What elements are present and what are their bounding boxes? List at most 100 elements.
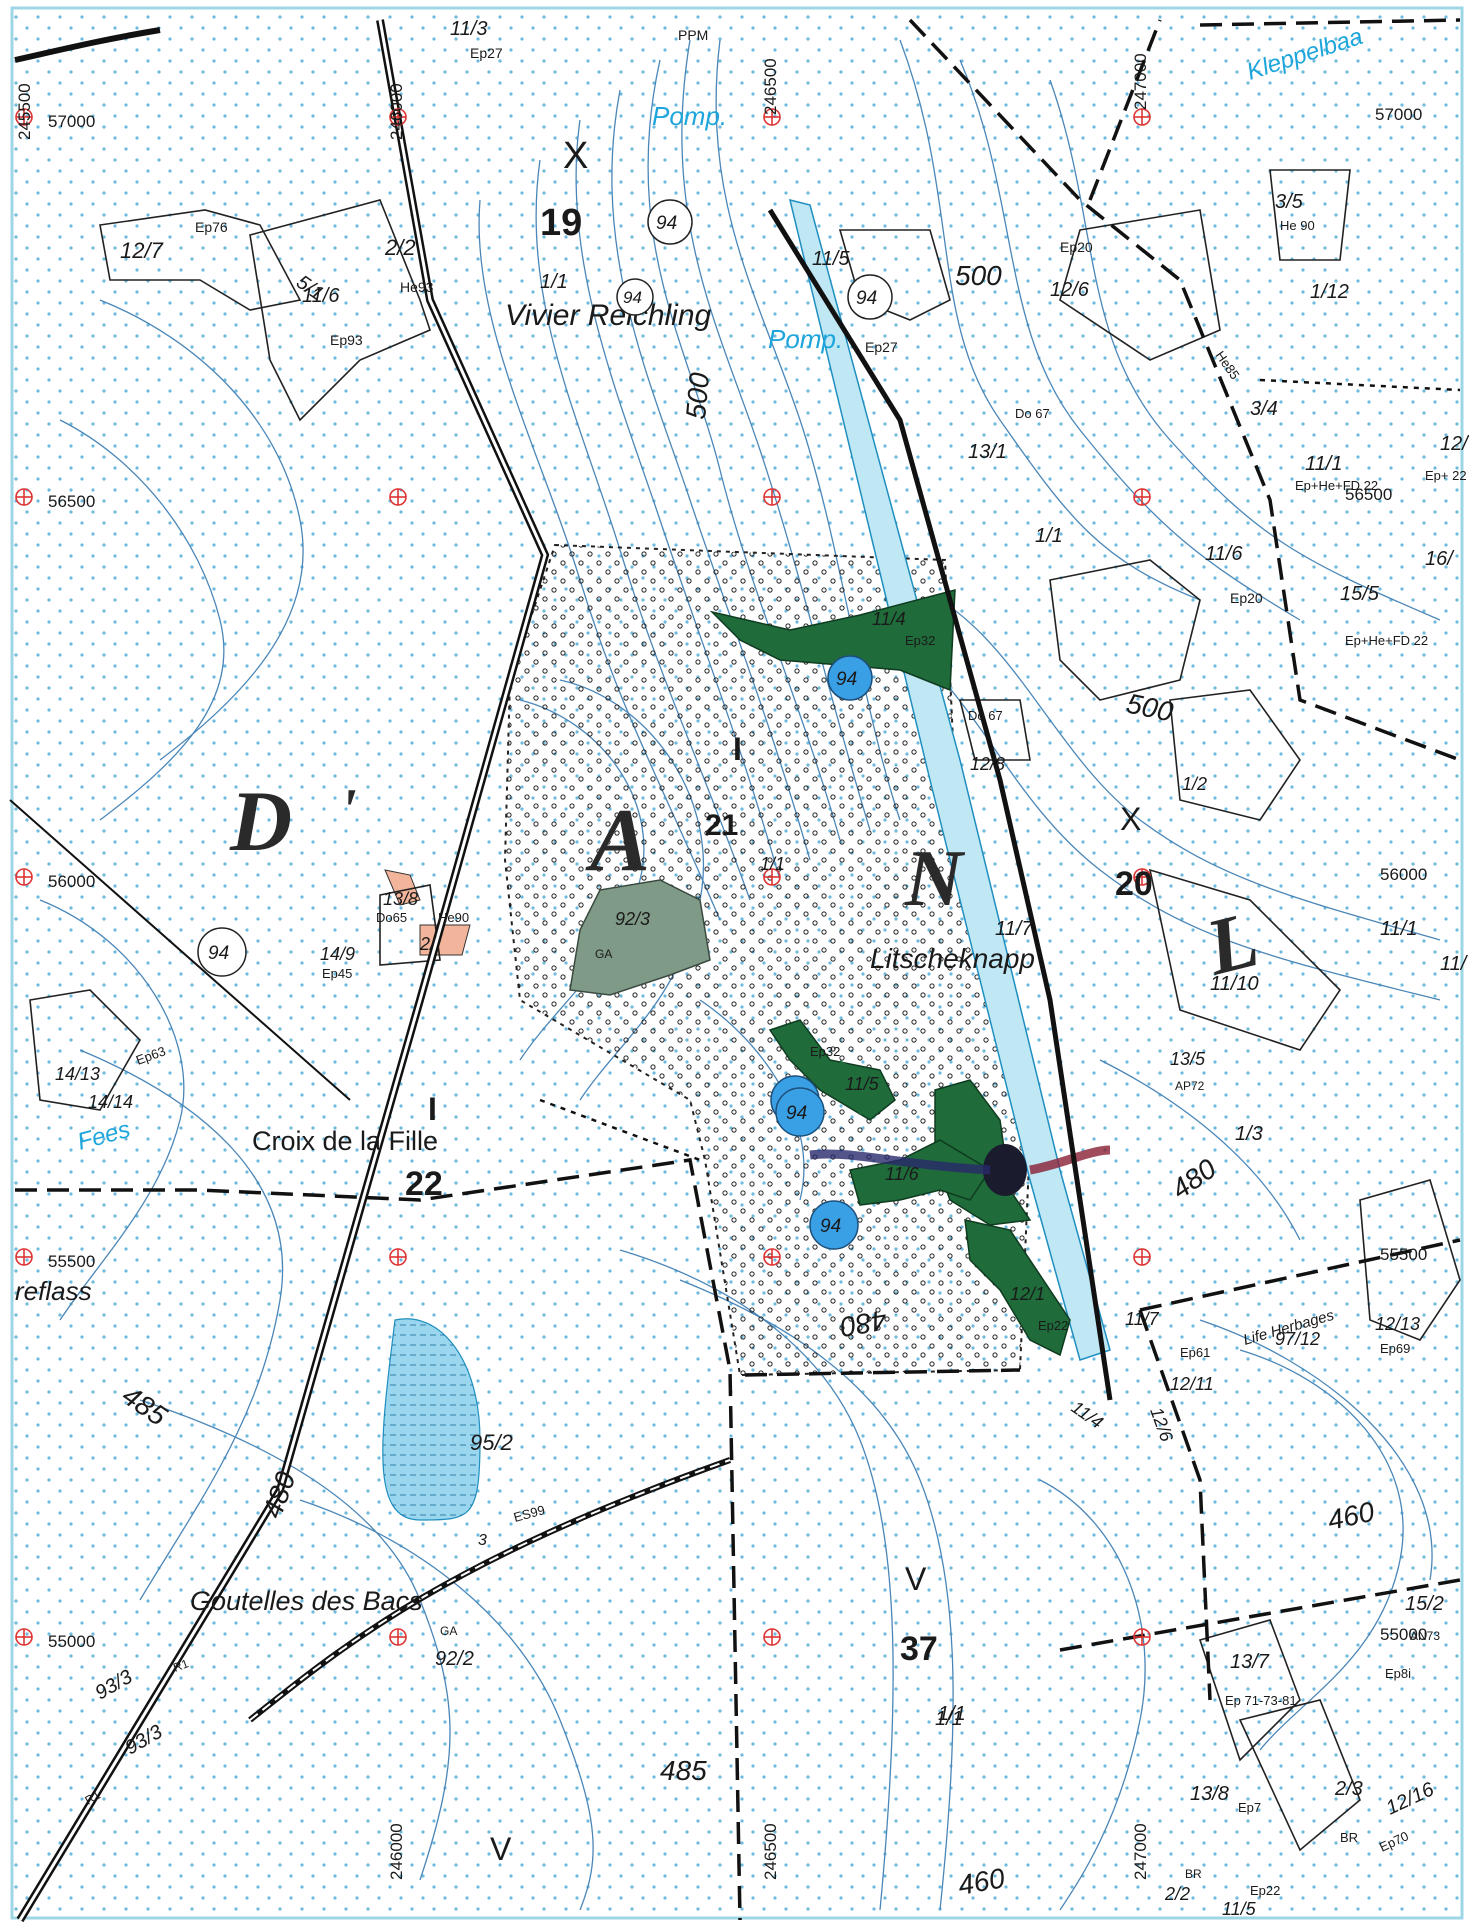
place-reflass: reflass <box>15 1276 92 1306</box>
stand-code: Ep20 <box>1230 590 1263 606</box>
parcel-number: 2/2 <box>1164 1884 1190 1904</box>
elevation-label: 485 <box>660 1755 707 1786</box>
parcel-number: 1/1 <box>1035 525 1063 547</box>
parcel-number: 3 <box>478 1532 487 1549</box>
svg-text:94: 94 <box>656 213 677 234</box>
parcel-number: 11/7 <box>995 918 1033 940</box>
place-croix-de-la-fille: Croix de la Fille <box>252 1126 438 1156</box>
svg-text:94: 94 <box>208 943 229 964</box>
region-letter-d: D <box>229 773 292 869</box>
white-circle-94: 94 <box>647 199 693 245</box>
parcel-number: 95/2 <box>470 1430 513 1455</box>
grid-coordinate-labels: 57000 57000 56500 56500 56000 56000 5550… <box>15 53 1427 1880</box>
grid-label: 56500 <box>1345 485 1392 504</box>
stand-code: Do65 <box>376 910 407 925</box>
stand-codes: Ep27 Ep76 He93 Ep93 Ep20 He 90 Ep27 He85… <box>83 45 1467 1898</box>
svg-text:94: 94 <box>623 288 642 307</box>
grid-label: 55000 <box>48 1632 95 1651</box>
stand-code: BR <box>1185 1867 1202 1881</box>
parcel-number: 1/1 <box>540 271 568 293</box>
parcel-number: 12/11 <box>1170 1374 1214 1394</box>
division-mark: I <box>428 1091 437 1127</box>
place-pomp-2: Pomp. <box>768 324 843 354</box>
stand-code: Ep22 <box>1250 1883 1280 1898</box>
map-border <box>10 6 1464 1920</box>
division-number: 20 <box>1115 865 1153 903</box>
parcel-number: 11/5 <box>1222 1899 1257 1919</box>
parcel-number: 2/3 <box>1334 1778 1363 1800</box>
grid-label: 247000 <box>1131 1823 1150 1880</box>
stand-code: Ep32 <box>810 1044 840 1059</box>
grid-label: 55500 <box>48 1252 95 1271</box>
stand-code: BR <box>1340 1830 1358 1845</box>
boundary-lines <box>9 18 1461 1923</box>
parcel-number: 13/1 <box>968 441 1007 463</box>
division-number: 22 <box>405 1165 443 1203</box>
stand-code: Ep61 <box>1180 1345 1210 1360</box>
stand-code: Ep32 <box>905 633 935 648</box>
division-mark: V <box>490 1831 512 1867</box>
grid-label: 55500 <box>1380 1245 1427 1264</box>
stand-code: Ep93 <box>330 332 363 348</box>
grid-label: 245500 <box>15 83 34 140</box>
parcel-number: 12/8 <box>970 754 1005 774</box>
stand-code: Ep27 <box>865 339 898 355</box>
grid-label: 246500 <box>761 58 780 115</box>
place-pomp-1: Pomp. <box>652 101 727 131</box>
parcel-number: 15/2 <box>1405 1593 1444 1615</box>
parcel-number: 3/5 <box>1275 191 1304 213</box>
division-number: 19 <box>540 202 582 244</box>
grid-crosshairs <box>15 108 1151 1646</box>
parcel-number: 14/9 <box>320 944 355 964</box>
parcel-number: 14/14 <box>88 1092 133 1112</box>
stand-code: Do 67 <box>1015 406 1050 421</box>
stand-code: He 90 <box>1280 218 1315 233</box>
stand-code: AP72 <box>1175 1079 1205 1093</box>
division-mark: X <box>563 135 588 177</box>
stand-code: Ep22 <box>1038 1318 1068 1333</box>
parcel-number: 1/1 <box>935 1708 963 1730</box>
division-labels: 19 20 21 22 37 X X I I V V <box>405 135 1153 1867</box>
salmon-parcel-1 <box>384 869 421 906</box>
parcel-number: 11/10 <box>1210 973 1259 995</box>
division-mark: V <box>905 1561 927 1597</box>
parcel-number: 13/7 <box>1230 1651 1270 1673</box>
stand-code: Ep8i <box>1385 1666 1411 1681</box>
parcel-number: 13/8 <box>1190 1783 1229 1805</box>
parcel-number: 11/5 <box>812 248 850 270</box>
stand-code: Do 67 <box>968 708 1003 723</box>
grid-label: 56000 <box>48 872 95 891</box>
parcel-number: 92/2 <box>435 1648 474 1670</box>
svg-text:94: 94 <box>786 1103 807 1124</box>
place-vivier-reichling: Vivier Reichling <box>505 299 712 332</box>
stand-code: GA <box>595 947 612 961</box>
grid-label: 56500 <box>48 492 95 511</box>
circle-markers: 94 94 94 94 94 94 94 <box>197 199 893 1250</box>
blue-circle-94: 94 <box>809 1200 859 1250</box>
stand-code: Ep 71-73-81 <box>1225 1693 1297 1708</box>
parcel-number: 1/2 <box>1182 774 1207 794</box>
parcel-number: 15/5 <box>1340 583 1380 605</box>
region-apostrophe: ' <box>340 777 357 843</box>
parcel-number: 11/5 <box>845 1074 880 1094</box>
division-mark: X <box>1120 801 1141 837</box>
parcel-number: 1/12 <box>1310 281 1349 303</box>
stand-code: Ep+He+FD 22 <box>1295 478 1378 493</box>
stand-code: Ep69 <box>1380 1341 1410 1356</box>
stand-code: R1 <box>171 1656 191 1675</box>
parcel-number: 1/3 <box>1235 1123 1263 1145</box>
parcel-number: 11/1 <box>1380 918 1417 940</box>
region-letter-a: A <box>585 791 650 890</box>
stand-code: Ep+ 22 <box>1425 468 1467 483</box>
parcel-number: 13/8 <box>383 889 418 909</box>
parcel-number: 12/7 <box>120 238 164 263</box>
grid-label: 247000 <box>1131 53 1150 110</box>
svg-text:94: 94 <box>836 669 857 690</box>
stand-code: Ep27 <box>470 45 503 61</box>
blue-circle-94: 94 <box>827 655 873 701</box>
stand-code: R1 <box>83 1788 104 1808</box>
white-circle-94: 94 <box>197 927 247 977</box>
parcel-number: 12/13 <box>1375 1314 1420 1334</box>
